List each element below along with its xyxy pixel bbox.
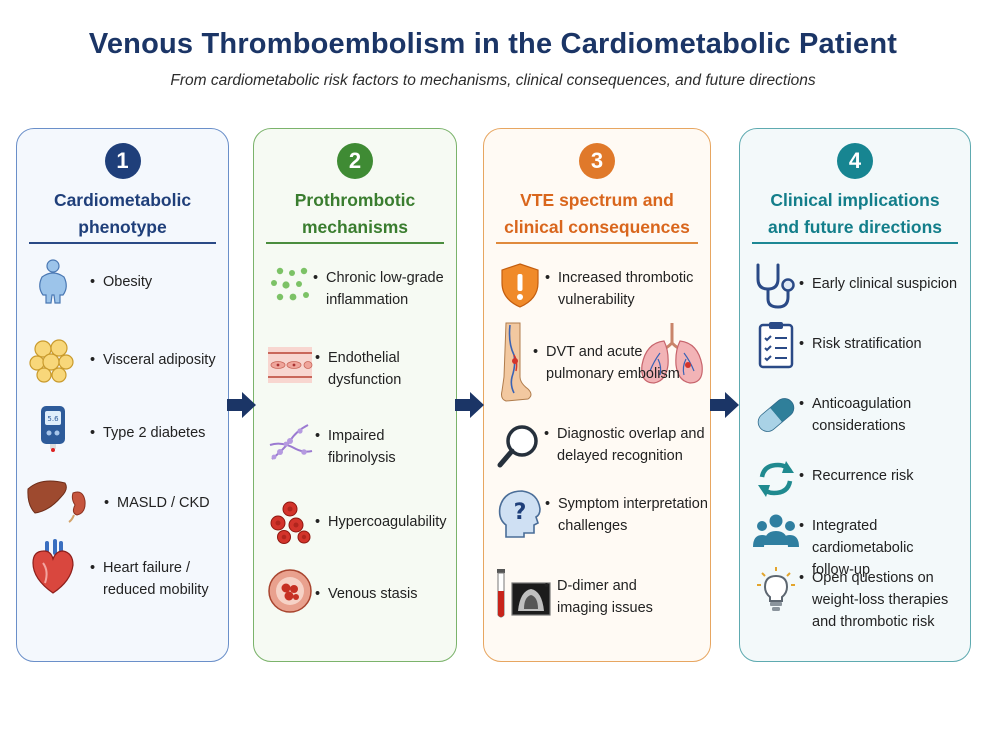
item-label-line: weight-loss therapies bbox=[812, 592, 949, 608]
capsule-icon bbox=[752, 391, 800, 439]
item-label-line: Diagnostic overlap and bbox=[557, 426, 705, 442]
item-label: Obesity bbox=[90, 271, 152, 293]
magnifier-icon bbox=[496, 421, 544, 469]
warning-shield-icon bbox=[496, 261, 544, 309]
item-label: DVT and acute pulmonary embolism bbox=[533, 341, 680, 385]
item-label: Visceral adiposity bbox=[90, 349, 216, 371]
item-label-line: Heart failure / bbox=[103, 560, 191, 576]
endothelium-icon bbox=[266, 341, 314, 389]
stethoscope-icon bbox=[752, 261, 800, 309]
people-group-icon bbox=[752, 509, 800, 557]
svg-text:5.6: 5.6 bbox=[47, 415, 59, 423]
right-arrow-icon bbox=[453, 390, 485, 420]
fibrin-strands-icon bbox=[266, 419, 314, 467]
item-label-line: challenges bbox=[558, 518, 628, 534]
item-label: D-dimer and imaging issues bbox=[544, 575, 653, 619]
item-label-line: delayed recognition bbox=[557, 448, 683, 464]
item-label-line: Chronic low-grade bbox=[326, 270, 444, 286]
panel-divider bbox=[752, 242, 958, 244]
lightbulb-icon bbox=[752, 565, 800, 613]
item-label: Type 2 diabetes bbox=[90, 422, 205, 444]
head-question-icon: ? bbox=[496, 487, 544, 541]
item-label: Risk stratification bbox=[799, 333, 922, 355]
panel-title-line: VTE spectrum and bbox=[520, 190, 674, 210]
item-label-line: Symptom interpretation bbox=[558, 496, 708, 512]
right-arrow-icon bbox=[225, 390, 257, 420]
svg-text:?: ? bbox=[514, 500, 527, 525]
item-label: Increased thrombotic vulnerability bbox=[545, 267, 694, 311]
leg-vein-icon bbox=[494, 321, 534, 405]
item-label-line: dysfunction bbox=[328, 372, 402, 388]
item-label: Endothelial dysfunction bbox=[315, 347, 402, 391]
item-label: Diagnostic overlap and delayed recogniti… bbox=[544, 423, 705, 467]
panel-divider bbox=[266, 242, 444, 244]
item-label: Heart failure / reduced mobility bbox=[90, 557, 209, 601]
checklist-icon bbox=[752, 321, 800, 369]
item-label: Symptom interpretation challenges bbox=[545, 493, 708, 537]
panel-number-badge: 4 bbox=[837, 143, 873, 179]
heart-icon bbox=[29, 539, 77, 595]
page-title: Venous Thromboembolism in the Cardiometa… bbox=[88, 28, 898, 60]
item-label: Anticoagulation considerations bbox=[799, 393, 912, 437]
item-label: Recurrence risk bbox=[799, 465, 913, 487]
panel-title-line: and future directions bbox=[767, 217, 943, 237]
panel-title-line: Cardiometabolic bbox=[53, 190, 192, 210]
right-arrow-icon bbox=[708, 390, 740, 420]
item-label-line: fibrinolysis bbox=[328, 450, 396, 466]
red-blood-cells-icon bbox=[266, 499, 314, 547]
item-label-line: reduced mobility bbox=[103, 582, 209, 598]
item-label: MASLD / CKD bbox=[104, 492, 210, 514]
page-subtitle: From cardiometabolic risk factors to mec… bbox=[170, 72, 816, 89]
item-label-line: considerations bbox=[812, 418, 906, 434]
panel-title: VTE spectrum and clinical consequences bbox=[484, 187, 710, 241]
panel-title: Prothrombotic mechanisms bbox=[254, 187, 456, 241]
panel-divider bbox=[29, 242, 216, 244]
item-label-line: Endothelial bbox=[328, 350, 400, 366]
item-label-line: vulnerability bbox=[558, 292, 635, 308]
panel-title-line: Clinical implications bbox=[770, 190, 940, 210]
panel-title-line: mechanisms bbox=[301, 217, 409, 237]
item-label-line: and thrombotic risk bbox=[812, 614, 935, 630]
panel-title-line: phenotype bbox=[78, 217, 167, 237]
item-label-line: Open questions on bbox=[812, 570, 934, 586]
panel-divider bbox=[496, 242, 698, 244]
item-label-line: DVT and acute bbox=[546, 344, 643, 360]
panel-title: Cardiometabolic phenotype bbox=[17, 187, 228, 241]
item-label: Hypercoagulability bbox=[315, 511, 447, 533]
glucose-meter-icon: 5.6 bbox=[29, 404, 77, 452]
panel-number-badge: 2 bbox=[337, 143, 373, 179]
item-label-line: D-dimer and bbox=[557, 578, 637, 594]
liver-kidney-icon bbox=[25, 475, 91, 523]
item-label: Chronic low-grade inflammation bbox=[313, 267, 444, 311]
fat-cells-icon bbox=[29, 335, 77, 383]
item-label-line: imaging issues bbox=[557, 600, 653, 616]
panel-cardiometabolic-phenotype: 1 Cardiometabolic phenotype Obesity Visc… bbox=[16, 128, 229, 662]
panel-number-badge: 3 bbox=[579, 143, 615, 179]
obesity-figure-icon bbox=[29, 257, 77, 305]
item-label: Early clinical suspicion bbox=[799, 273, 957, 295]
item-label: Venous stasis bbox=[315, 583, 418, 605]
item-label-line: Anticoagulation bbox=[812, 396, 912, 412]
item-label-line: pulmonary embolism bbox=[546, 366, 680, 382]
item-label-line: Increased thrombotic bbox=[558, 270, 694, 286]
item-label: Open questions on weight-loss therapies … bbox=[799, 567, 949, 633]
item-label-line: inflammation bbox=[326, 292, 409, 308]
panel-title: Clinical implications and future directi… bbox=[740, 187, 970, 241]
inflammation-cells-icon bbox=[266, 263, 314, 311]
panel-number-badge: 1 bbox=[104, 143, 141, 179]
item-label-line: Integrated cardiometabolic bbox=[812, 518, 914, 556]
panel-prothrombotic-mechanisms: 2 Prothrombotic mechanisms Chronic low-g… bbox=[253, 128, 457, 662]
recurrence-arrows-icon bbox=[752, 455, 800, 503]
panel-vte-spectrum: 3 VTE spectrum and clinical consequences… bbox=[483, 128, 711, 662]
item-label-line: Impaired bbox=[328, 428, 385, 444]
panel-clinical-implications: 4 Clinical implications and future direc… bbox=[739, 128, 971, 662]
panel-title-line: Prothrombotic bbox=[294, 190, 416, 210]
item-label: Impaired fibrinolysis bbox=[315, 425, 396, 469]
panel-title-line: clinical consequences bbox=[504, 217, 690, 237]
vessel-clot-icon bbox=[266, 567, 314, 615]
